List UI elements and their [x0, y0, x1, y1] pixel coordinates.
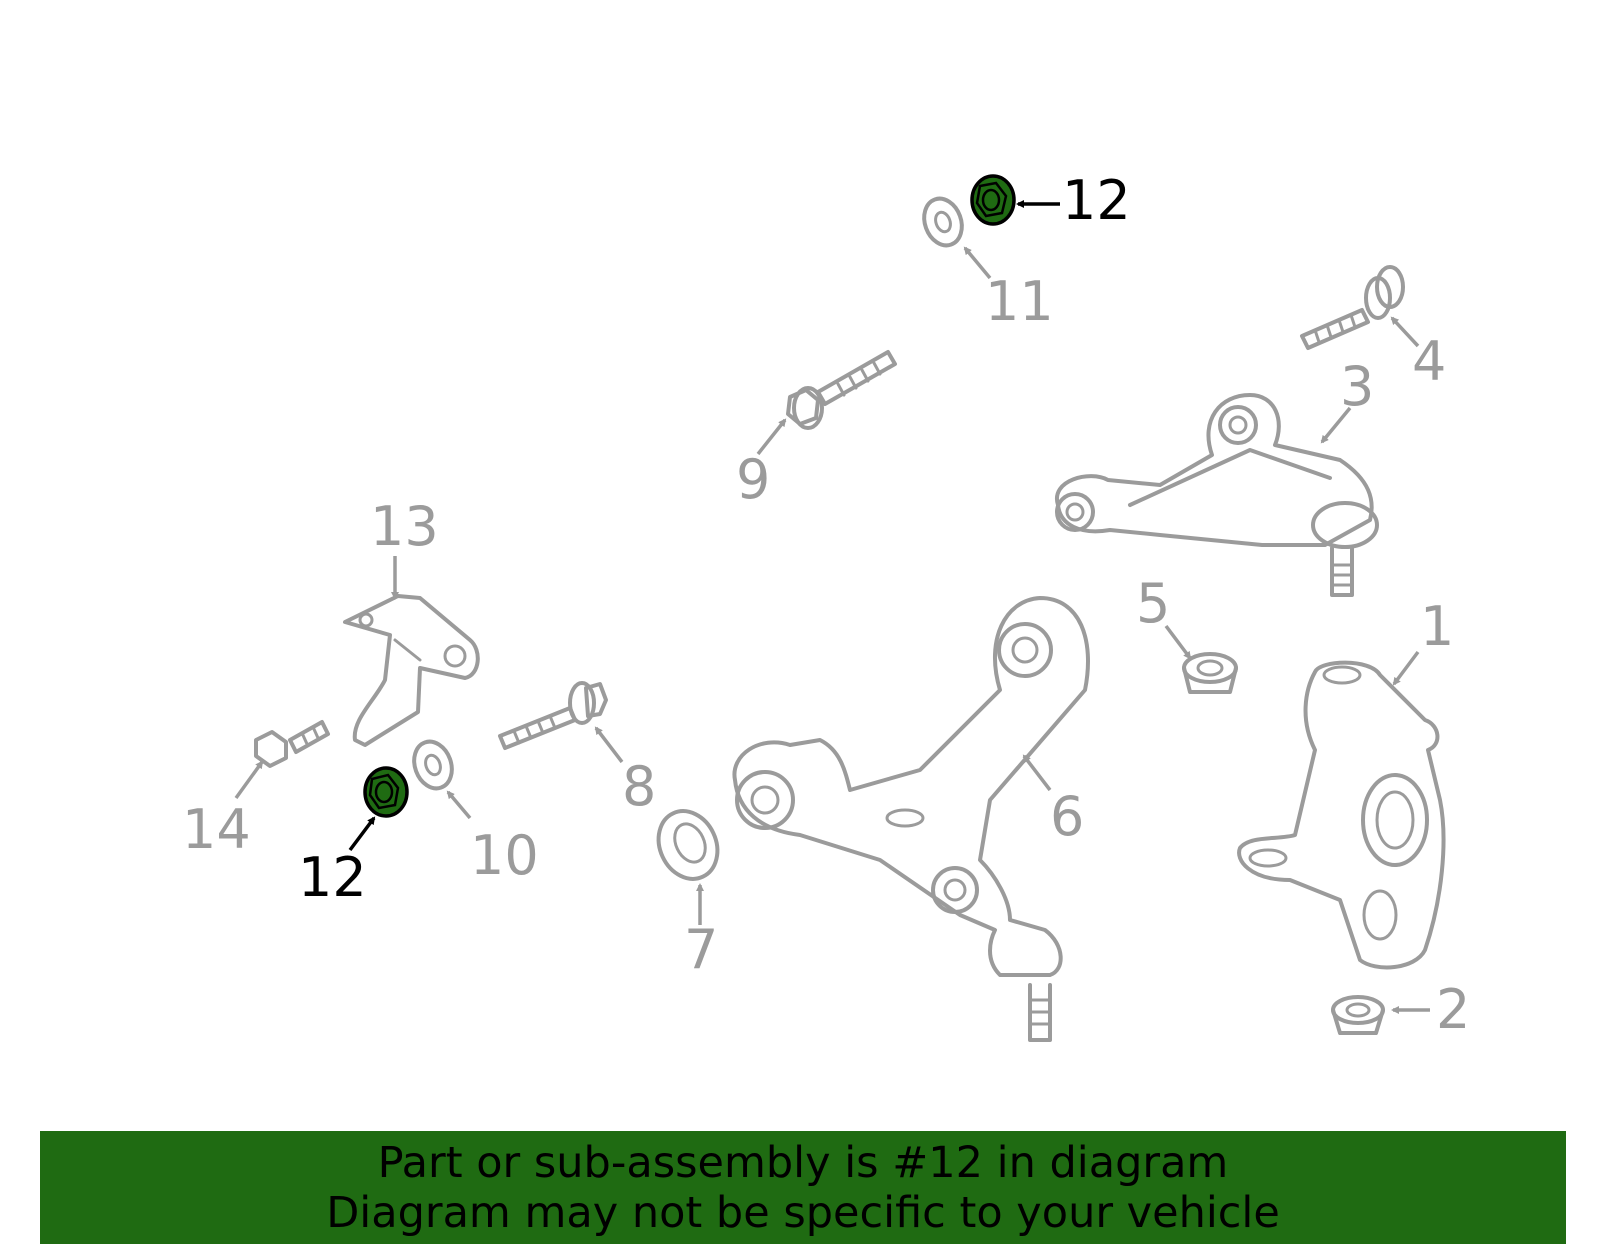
part-13-bracket — [343, 594, 480, 747]
callout-4: 4 — [1412, 330, 1446, 393]
part-8-bolt — [498, 681, 608, 750]
callout-8: 8 — [622, 755, 656, 818]
callout-10: 10 — [470, 824, 539, 887]
callout-12-bottom: 12 — [298, 846, 367, 909]
part-12-nut-bottom[interactable] — [363, 766, 409, 818]
callout-12-top: 12 — [1062, 169, 1131, 232]
part-9-bolt — [786, 350, 897, 430]
callout-13: 13 — [370, 495, 439, 558]
part-4-bolt — [1300, 265, 1405, 350]
leader-5 — [1164, 624, 1192, 660]
banner-line-2: Diagram may not be specific to your vehi… — [326, 1187, 1280, 1238]
callout-14: 14 — [182, 798, 251, 861]
callout-6: 6 — [1050, 785, 1084, 848]
part-3-upper-control-arm — [1054, 393, 1379, 597]
part-11-washer — [922, 196, 964, 248]
part-5-nut — [1182, 652, 1238, 694]
leader-12-bottom — [348, 816, 376, 852]
part-14-bolt — [254, 720, 330, 768]
part-6-lower-control-arm — [732, 596, 1090, 1042]
leader-3 — [1320, 406, 1352, 444]
leader-8 — [594, 726, 624, 764]
callout-9: 9 — [736, 448, 770, 511]
leader-14 — [234, 760, 264, 800]
callout-5: 5 — [1136, 572, 1170, 635]
leader-11 — [963, 246, 992, 280]
leader-10 — [446, 790, 472, 820]
info-banner: Part or sub-assembly is #12 in diagram D… — [40, 1131, 1566, 1244]
callout-11: 11 — [985, 270, 1054, 333]
leader-6 — [1022, 754, 1052, 792]
callout-3: 3 — [1340, 355, 1374, 418]
leader-1 — [1392, 650, 1420, 686]
part-7-washer — [656, 809, 720, 881]
leader-4 — [1390, 316, 1420, 348]
leader-9 — [756, 418, 787, 456]
banner-line-1: Part or sub-assembly is #12 in diagram — [377, 1137, 1229, 1188]
callout-2: 2 — [1436, 978, 1470, 1041]
part-12-nut-top[interactable] — [970, 174, 1016, 226]
part-10-washer — [412, 739, 454, 791]
callout-7: 7 — [684, 918, 718, 981]
part-1-knuckle — [1237, 660, 1446, 970]
part-2-nut — [1331, 995, 1385, 1035]
callout-1: 1 — [1420, 595, 1454, 658]
